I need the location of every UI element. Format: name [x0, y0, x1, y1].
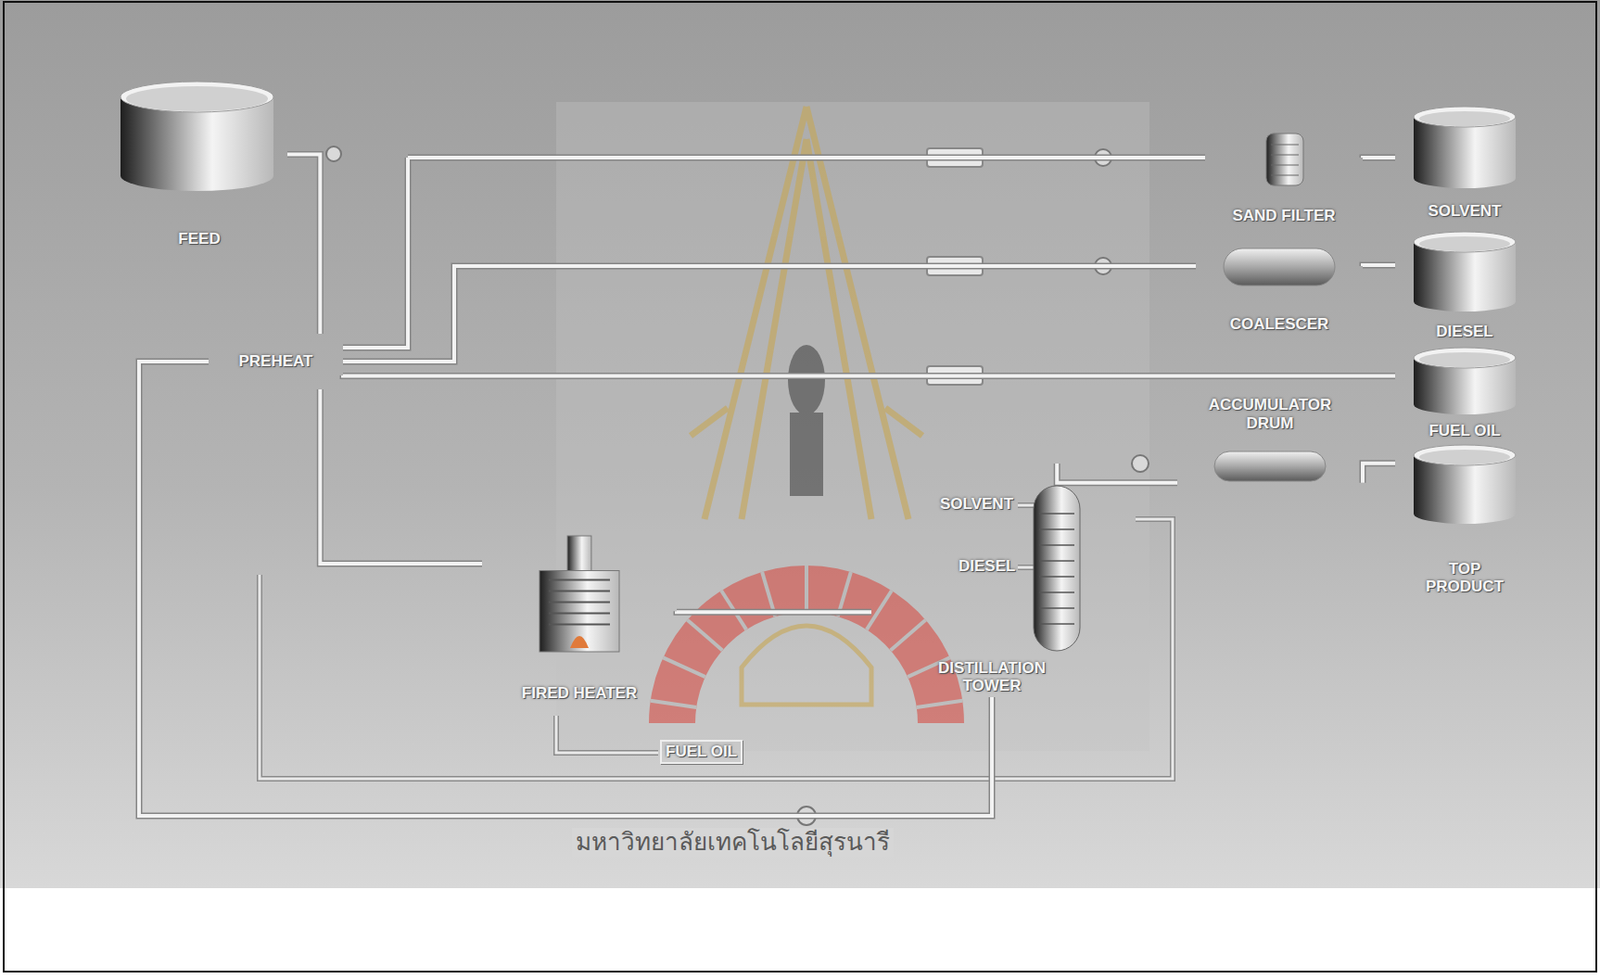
storage-tank	[1413, 231, 1516, 312]
pipe-outline	[342, 266, 1196, 362]
horizontal-vessel	[1223, 248, 1335, 286]
node-label: TOP PRODUCT	[1405, 558, 1524, 598]
pipe-outline	[1362, 463, 1396, 483]
feed-tank: FEED	[111, 78, 288, 251]
pipe-outline	[676, 610, 872, 612]
tower-column	[1033, 485, 1080, 651]
pipe-outline	[1056, 463, 1178, 483]
preheat-section: PREHEAT	[208, 333, 343, 390]
draw-off-label: DIESEL	[954, 556, 1019, 577]
process-pipe	[1362, 265, 1396, 267]
process-pipe	[676, 610, 872, 612]
pipe-outline	[342, 372, 1396, 380]
filter-vessel	[1266, 133, 1304, 186]
product-tank: FUEL OIL	[1395, 347, 1535, 443]
draw-off-label: SOLVENT	[936, 494, 1017, 515]
process-pipe	[139, 361, 992, 816]
product-tank: SOLVENT	[1395, 106, 1535, 223]
page-frame	[3, 1, 1597, 972]
node-label: ACCUMULATOR DRUM	[1192, 393, 1348, 434]
accumulator-drum: ACCUMULATOR DRUM	[1177, 393, 1363, 527]
coalescer: COALESCER	[1195, 242, 1363, 336]
process-pipe	[1362, 155, 1396, 160]
fuel-supply-label: FUEL OIL	[660, 739, 743, 764]
screen-panel	[556, 101, 1150, 751]
watermark-text: มหาวิทยาลัยเทคโนโลยีสุรนารี	[571, 827, 894, 858]
sand-filter: SAND FILTER	[1205, 129, 1363, 228]
pipe-outline	[1362, 265, 1396, 267]
university-logo	[648, 106, 965, 724]
node-label: SAND FILTER	[1228, 204, 1339, 228]
logo-ray	[650, 700, 697, 708]
valve-symbol	[326, 146, 1149, 826]
process-pipe	[342, 157, 1206, 348]
process-pipe	[1056, 463, 1178, 483]
logo-ray	[804, 565, 809, 612]
process-pipe	[342, 266, 1196, 362]
storage-tank	[120, 81, 274, 191]
logo-ray	[687, 620, 724, 651]
storage-tank	[1413, 106, 1516, 189]
pipe-outline	[1362, 154, 1396, 162]
node-label: DIESEL	[1432, 320, 1497, 343]
node-label: PREHEAT	[235, 350, 318, 373]
node-label: FUEL OIL	[1424, 419, 1504, 443]
node-label: COALESCER	[1226, 313, 1334, 336]
fired-heater: FIRED HEATER	[482, 528, 677, 705]
pipe-outline	[287, 153, 320, 334]
pipe-outline	[342, 157, 1206, 348]
node-label: DISTILLATION TOWER	[904, 657, 1080, 698]
pipe-outline	[139, 361, 992, 816]
logo-ray	[916, 700, 963, 708]
logo-ray	[662, 657, 705, 677]
process-pipe	[287, 153, 320, 334]
product-tank: DIESEL	[1395, 231, 1535, 343]
page-margin	[0, 888, 1600, 979]
storage-tank	[1413, 444, 1516, 524]
logo-ray	[890, 620, 927, 651]
node-label: SOLVENT	[1423, 200, 1505, 223]
process-pipe	[342, 373, 1396, 378]
product-tank: TOP PRODUCT	[1395, 444, 1535, 598]
node-label: FEED	[174, 228, 224, 251]
process-pipe	[1362, 463, 1396, 483]
storage-tank	[1413, 347, 1516, 415]
furnace-symbol	[539, 535, 620, 652]
node-label: FIRED HEATER	[518, 682, 641, 705]
pipe-outline	[319, 389, 483, 564]
horizontal-vessel	[1214, 451, 1326, 482]
panel-ground	[0, 0, 1600, 889]
process-pipe	[319, 389, 483, 564]
distillation-tower: DISTILLATION TOWER	[871, 482, 1113, 698]
